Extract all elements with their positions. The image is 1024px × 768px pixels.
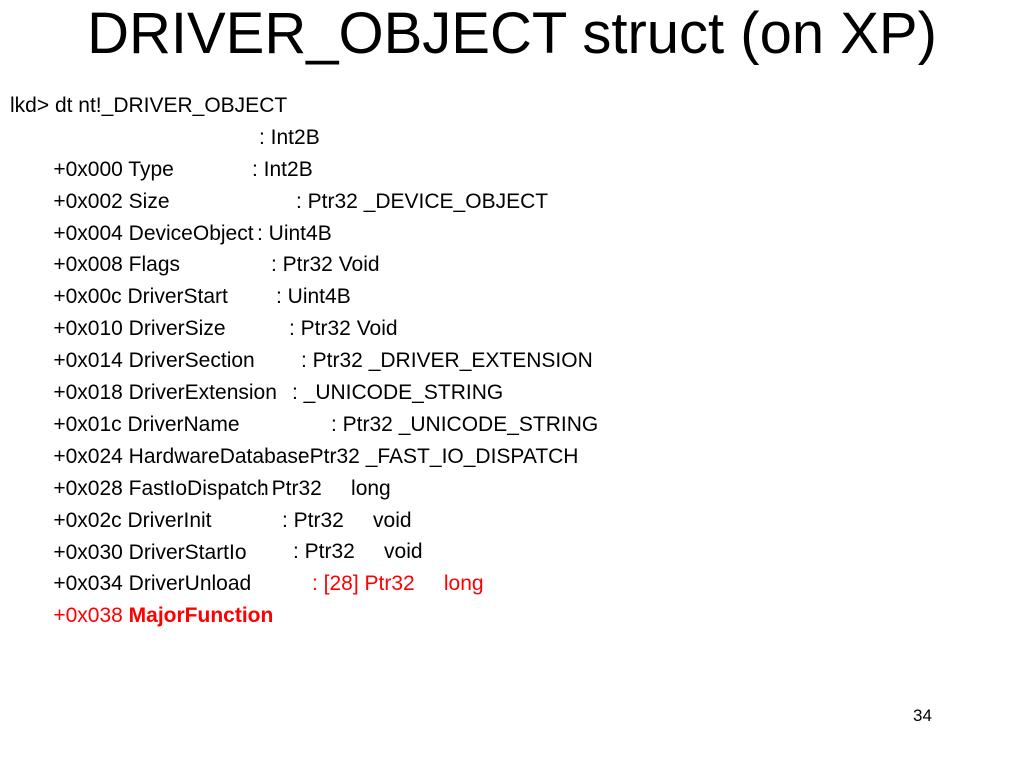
field-row-driver-extension: +0x018 DriverExtension : Ptr32 _DRIVER_E… [10, 345, 592, 404]
field-name: FastIoDispatch [128, 476, 269, 500]
field-type: : Ptr32 Void [289, 317, 398, 341]
field-type: : Int2B [259, 125, 320, 149]
field-type: : Ptr32 void [293, 540, 423, 564]
field-type: : Uint4B [257, 221, 332, 245]
field-name-highlighted: MajorFunction [128, 604, 274, 628]
field-row-driver-start: +0x00c DriverStart : Ptr32 Void [10, 249, 379, 308]
field-row-driver-size: +0x010 DriverSize : Uint4B [10, 281, 350, 340]
field-offset: +0x008 [53, 253, 123, 277]
field-row-driver-section: +0x014 DriverSection : Ptr32 Void [10, 313, 397, 372]
field-row-hardware-database: +0x024 HardwareDatabase : Ptr32 _UNICODE… [10, 409, 598, 468]
field-row-fast-io-dispatch: +0x028 FastIoDispatch : Ptr32 _FAST_IO_D… [10, 441, 578, 500]
field-offset: +0x038 [53, 604, 123, 628]
field-row-driver-name: +0x01c DriverName : _UNICODE_STRING [10, 377, 503, 436]
field-row-type: +0x000 Type : Int2B [10, 122, 319, 181]
field-row-driver-unload: +0x034 DriverUnload : Ptr32 void [10, 536, 422, 595]
field-type: : [28] Ptr32 long [312, 572, 484, 596]
field-type: : Ptr32 Void [271, 253, 380, 277]
debugger-command: lkd> dt nt!_DRIVER_OBJECT [10, 94, 288, 117]
field-offset: +0x010 [53, 317, 123, 341]
field-name: HardwareDatabase [128, 444, 310, 468]
field-type: : Ptr32 _DRIVER_EXTENSION [301, 349, 593, 373]
field-offset: +0x018 [53, 381, 123, 405]
field-name: DriverName [127, 412, 240, 436]
field-offset: +0x014 [53, 349, 123, 373]
struct-dump: lkd> dt nt!_DRIVER_OBJECT +0x000 Type : … [10, 90, 598, 627]
field-offset: +0x004 [53, 221, 123, 245]
field-name: DriverInit [127, 508, 212, 532]
field-offset: +0x002 [53, 189, 123, 213]
field-type: : Ptr32 _UNICODE_STRING [331, 412, 599, 436]
field-name: DriverExtension [128, 381, 277, 405]
field-type: : Ptr32 _DEVICE_OBJECT [296, 189, 549, 213]
field-type: : _UNICODE_STRING [292, 381, 504, 405]
slide-number: 34 [913, 706, 932, 725]
field-type: : Uint4B [276, 285, 351, 309]
field-row-major-function: +0x038 MajorFunction : [28] Ptr32 long [10, 568, 483, 627]
field-name: Size [128, 189, 170, 213]
field-offset: +0x034 [53, 572, 123, 596]
field-row-driver-start-io: +0x030 DriverStartIo : Ptr32 void [10, 505, 411, 564]
field-name: DeviceObject [128, 221, 254, 245]
field-row-driver-init: +0x02c DriverInit : Ptr32 long [10, 473, 390, 532]
field-type: : Ptr32 long [260, 476, 391, 500]
field-name: Type [128, 157, 174, 181]
field-name: DriverStartIo [128, 540, 247, 564]
field-offset: +0x030 [53, 540, 123, 564]
field-name: Flags [128, 253, 181, 277]
field-offset: +0x02c [53, 508, 122, 532]
field-name: DriverStart [127, 285, 228, 309]
field-type: : Ptr32 _FAST_IO_DISPATCH [298, 444, 579, 468]
field-name: DriverSection [128, 349, 255, 373]
field-type: : Int2B [252, 157, 313, 181]
slide-title: DRIVER_OBJECT struct (on XP) [87, 1, 937, 66]
field-row-flags: +0x008 Flags : Uint4B [10, 218, 331, 277]
field-offset: +0x00c [53, 285, 122, 309]
field-type: : Ptr32 void [282, 508, 412, 532]
field-name: DriverSize [128, 317, 226, 341]
field-name: DriverUnload [128, 572, 252, 596]
field-offset: +0x028 [53, 476, 123, 500]
field-offset: +0x000 [53, 157, 123, 181]
field-row-device-object: +0x004 DeviceObject : Ptr32 _DEVICE_OBJE… [10, 186, 548, 245]
field-offset: +0x01c [53, 412, 122, 436]
field-offset: +0x024 [53, 444, 123, 468]
field-row-size: +0x002 Size : Int2B [10, 154, 313, 213]
